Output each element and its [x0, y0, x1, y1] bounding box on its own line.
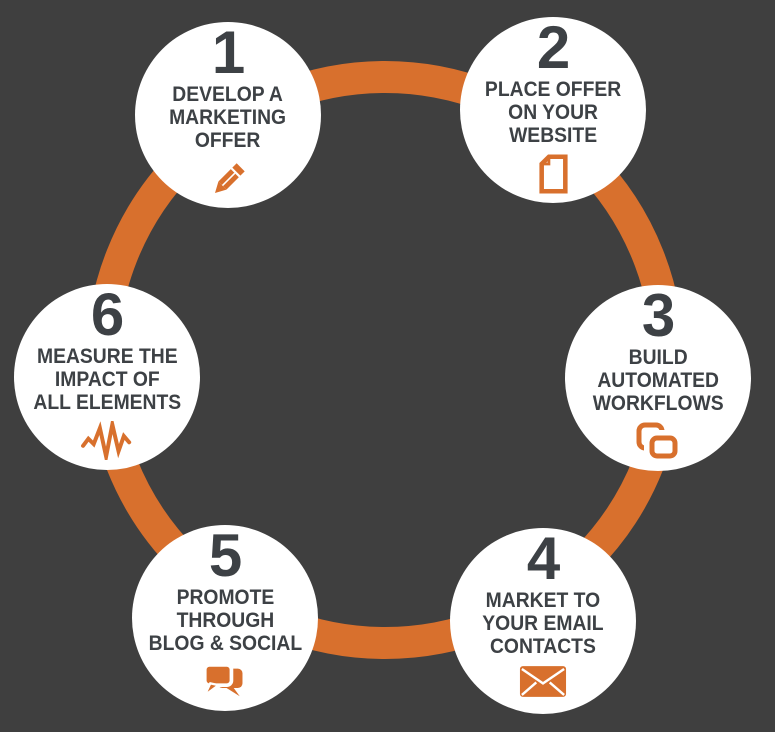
step-3-node: 3 BUILD AUTOMATED WORKFLOWS [565, 285, 751, 471]
pulse-icon [81, 421, 132, 460]
pencil-icon [215, 163, 245, 193]
step-label: MEASURE THE IMPACT OF ALL ELEMENTS [33, 345, 181, 414]
document-icon [538, 154, 568, 194]
envelope-icon [519, 666, 567, 697]
step-1-node: 1 DEVELOP A MARKETING OFFER [135, 22, 321, 208]
step-number: 3 [641, 282, 675, 349]
step-number: 1 [211, 19, 245, 86]
step-label: BUILD AUTOMATED WORKFLOWS [592, 346, 724, 415]
step-label: PLACE OFFER ON YOUR WEBSITE [484, 78, 622, 147]
step-number: 2 [536, 14, 570, 81]
step-number: 4 [526, 525, 560, 592]
step-2-node: 2 PLACE OFFER ON YOUR WEBSITE [460, 17, 646, 203]
step-number: 5 [208, 522, 242, 589]
step-6-node: 6 MEASURE THE IMPACT OF ALL ELEMENTS [14, 284, 200, 470]
step-4-node: 4 MARKET TO YOUR EMAIL CONTACTS [450, 528, 636, 714]
step-label: DEVELOP A MARKETING OFFER [169, 83, 287, 152]
step-5-node: 5 PROMOTE THROUGH BLOG & SOCIAL [132, 525, 318, 711]
chat-bubbles-icon [202, 663, 243, 699]
step-label: MARKET TO YOUR EMAIL CONTACTS [482, 589, 604, 658]
step-label: PROMOTE THROUGH BLOG & SOCIAL [148, 586, 302, 655]
step-number: 6 [90, 281, 124, 348]
workflow-icon [636, 422, 681, 462]
